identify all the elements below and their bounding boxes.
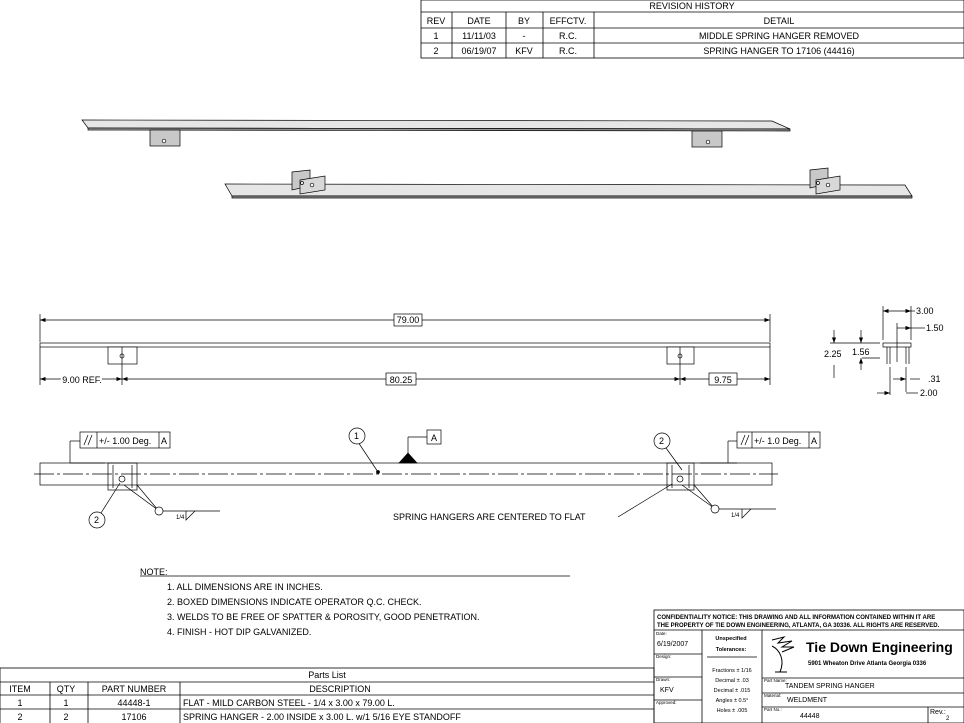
date-value: 6/19/2007 <box>657 641 688 648</box>
rev-cell: 2 <box>433 46 438 56</box>
rev-label: Rev.: <box>930 709 946 716</box>
weld-size-left: 1/4 <box>176 515 185 521</box>
parts-list-title: Parts List <box>308 670 346 680</box>
effctv-cell: R.C. <box>559 31 577 41</box>
dim-spacing: 80.25 <box>390 375 413 385</box>
datum-ref-right: A <box>811 436 817 446</box>
qty-header: QTY <box>57 684 76 694</box>
note-item: 1. ALL DIMENSIONS ARE IN INCHES. <box>167 582 323 592</box>
tolerance-item: Decimal ± .03 <box>715 678 749 684</box>
centered-note: SPRING HANGERS ARE CENTERED TO FLAT <box>393 512 586 522</box>
note-item: 3. WELDS TO BE FREE OF SPATTER & POROSIT… <box>167 612 480 622</box>
side-view <box>39 313 771 386</box>
notes-title: NOTE: <box>140 567 168 577</box>
balloon-1: 1 <box>354 431 359 441</box>
tolerance-item: Decimal ± .015 <box>714 688 751 694</box>
date-label: Date: <box>656 631 667 636</box>
dim-half-width: 1.50 <box>926 323 944 333</box>
dim-end-width: 3.00 <box>916 306 934 316</box>
revision-history-table <box>420 0 964 59</box>
part-name-label: Part Name: <box>764 678 787 683</box>
balloon-2-right: 2 <box>659 436 664 446</box>
dim-thickness: .31 <box>928 374 941 384</box>
tolerance-left: +/- 1.00 Deg. <box>99 436 151 446</box>
drawn-value: KFV <box>660 687 674 694</box>
tolerances-title-1: Unspecified <box>715 636 746 642</box>
part-name: TANDEM SPRING HANGER <box>785 683 875 690</box>
balloon-2-left: 2 <box>94 515 99 525</box>
datum-a: A <box>431 433 437 443</box>
dim-height: 2.25 <box>824 349 842 359</box>
date-header: DATE <box>467 16 490 26</box>
effctv-cell: R.C. <box>559 46 577 56</box>
material-label: Material: <box>764 693 781 698</box>
dim-ref: 9.00 REF. <box>62 375 102 385</box>
rev-header: REV <box>427 16 446 26</box>
tolerance-item: Angles ± 0.5° <box>716 698 749 704</box>
drawn-label: Drawn: <box>656 677 670 682</box>
detail-header: DETAIL <box>764 16 795 26</box>
notes: NOTE: 1. ALL DIMENSIONS ARE IN INCHES. 2… <box>140 567 480 637</box>
item-cell: 1 <box>17 698 22 708</box>
tolerances-title-2: Tolerances: <box>716 647 747 653</box>
by-cell: KFV <box>515 46 533 56</box>
description-cell: FLAT - MILD CARBON STEEL - 1/4 x 3.00 x … <box>183 698 395 708</box>
end-view <box>830 306 925 396</box>
effctv-header: EFFCTV. <box>550 16 587 26</box>
part-number-cell: 44448-1 <box>117 698 150 708</box>
approved-label: Approved: <box>656 700 677 705</box>
revision-title: REVISION HISTORY <box>649 1 734 11</box>
tolerance-right: +/- 1.0 Deg. <box>754 436 801 446</box>
tree-logo-icon <box>771 636 795 673</box>
part-number: 44448 <box>800 713 820 720</box>
weld-size-right: 1/4 <box>731 513 740 519</box>
design-label: Design: <box>656 654 671 659</box>
by-header: BY <box>518 16 530 26</box>
part-no-label: Part No.: <box>764 707 782 712</box>
item-cell: 2 <box>17 712 22 722</box>
detail-cell: SPRING HANGER TO 17106 (44416) <box>703 46 854 56</box>
company-address: 5901 Wheaton Drive Atlanta Georgia 0336 <box>808 661 927 667</box>
rev-value: 2 <box>946 716 950 722</box>
dim-overall-length: 79.00 <box>397 315 420 325</box>
note-item: 2. BOXED DIMENSIONS INDICATE OPERATOR Q.… <box>167 597 422 607</box>
rev-cell: 1 <box>433 31 438 41</box>
material: WELDMENT <box>787 697 828 704</box>
isometric-view-bottom <box>224 167 913 199</box>
by-cell: - <box>523 31 526 41</box>
confidentiality-line-2: THE PROPERTY OF TIE DOWN ENGINEERING, AT… <box>657 623 940 629</box>
description-cell: SPRING HANGER - 2.00 INSIDE x 3.00 L. w/… <box>183 712 461 722</box>
front-view <box>34 427 821 529</box>
dim-end: 9.75 <box>714 375 732 385</box>
note-item: 4. FINISH - HOT DIP GALVANIZED. <box>167 627 311 637</box>
qty-cell: 2 <box>63 712 68 722</box>
dim-inside: 2.00 <box>920 388 938 398</box>
part-number-cell: 17106 <box>121 712 146 722</box>
date-cell: 06/19/07 <box>461 46 496 56</box>
item-header: ITEM <box>9 684 31 694</box>
date-cell: 11/11/03 <box>462 31 496 41</box>
confidentiality-line-1: CONFIDENTIALITY NOTICE: THIS DRAWING AND… <box>657 615 935 621</box>
tolerance-item: Fractions ± 1/16 <box>712 668 751 674</box>
dim-inner-height: 1.56 <box>852 347 870 357</box>
detail-cell: MIDDLE SPRING HANGER REMOVED <box>699 31 860 41</box>
qty-cell: 1 <box>63 698 68 708</box>
description-header: DESCRIPTION <box>309 684 371 694</box>
datum-ref-left: A <box>161 436 167 446</box>
title-block <box>653 609 964 723</box>
company-name: Tie Down Engineering <box>806 639 953 655</box>
isometric-view-top <box>81 119 791 148</box>
tolerance-item: Holes ± .005 <box>717 708 748 714</box>
part-number-header: PART NUMBER <box>102 684 167 694</box>
